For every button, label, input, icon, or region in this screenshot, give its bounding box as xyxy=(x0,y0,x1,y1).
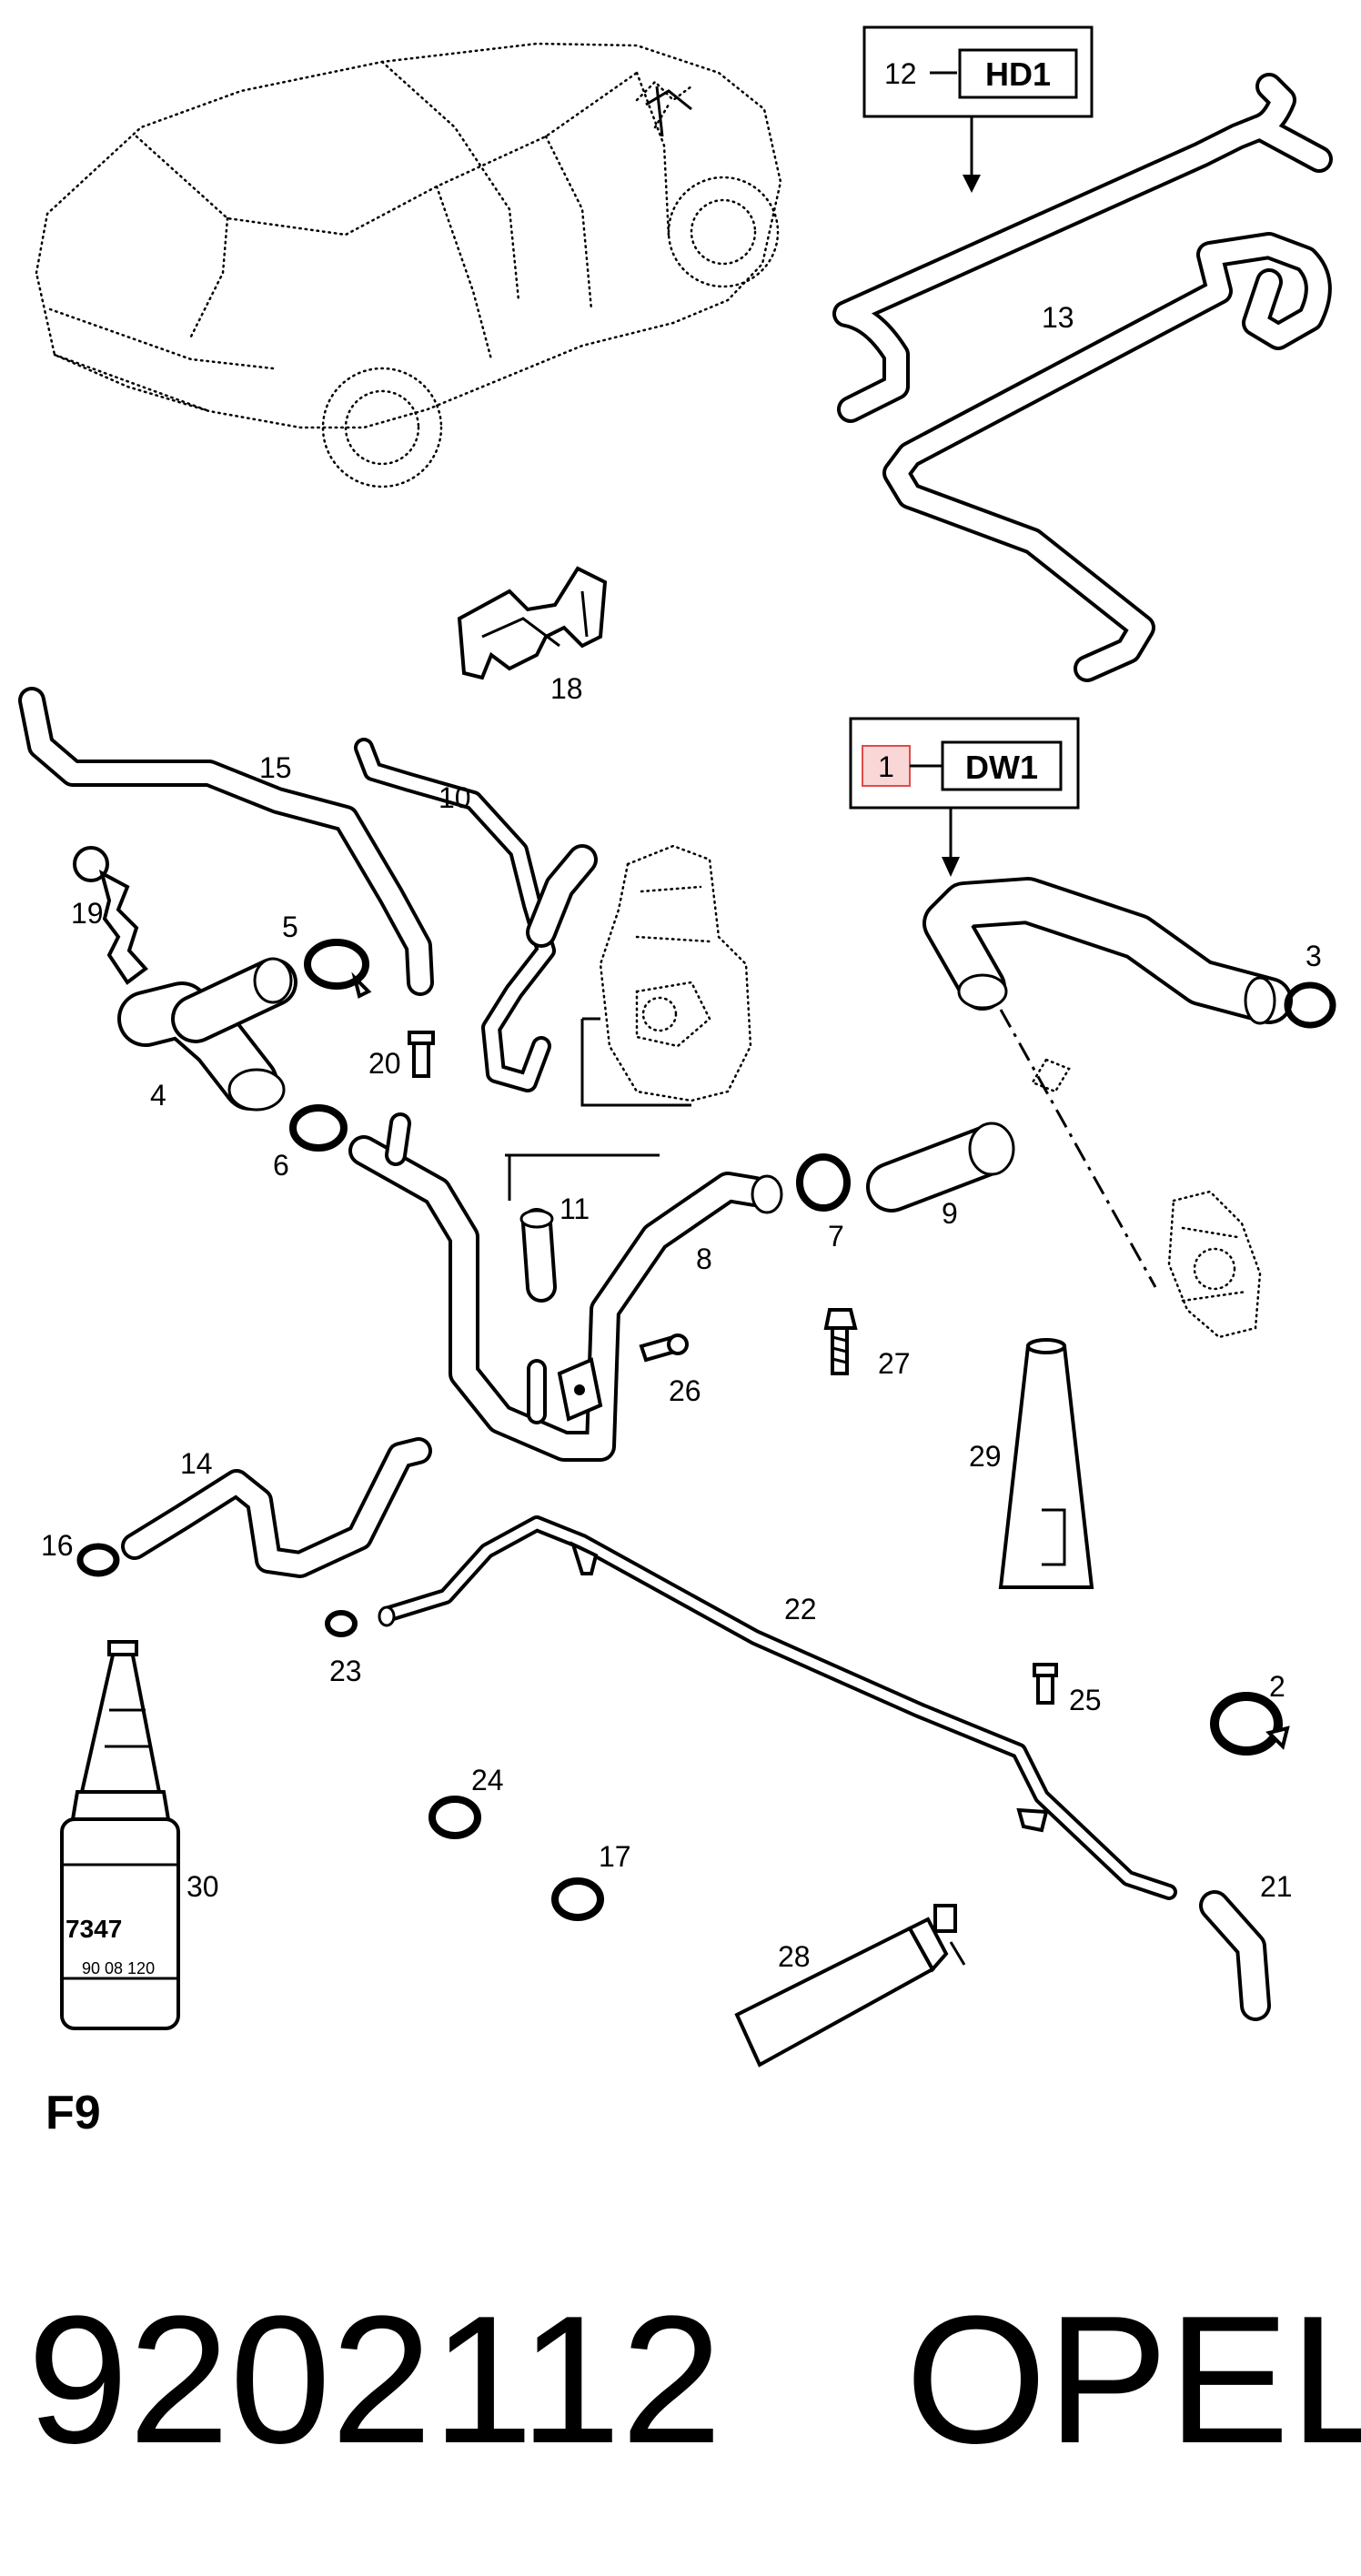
dw1-index: 1 xyxy=(878,750,894,783)
label-30: 30 xyxy=(187,1870,219,1903)
hose-1 xyxy=(922,877,1293,1025)
label-19: 19 xyxy=(71,897,104,930)
bottle-30: 7347 90 08 120 xyxy=(60,1640,180,2030)
clamp-2 xyxy=(1210,1692,1290,1756)
bolt-27 xyxy=(823,1308,858,1375)
clamp-5 xyxy=(304,939,372,999)
label-26: 26 xyxy=(669,1374,701,1407)
pipe-assembly xyxy=(348,1112,783,1462)
dw1-callout: 1 DW1 xyxy=(849,717,1080,877)
hose-13 xyxy=(882,232,1332,682)
label-7: 7 xyxy=(828,1220,844,1253)
label-4: 4 xyxy=(150,1079,166,1112)
pipe-22 xyxy=(378,1515,1177,1900)
label-21: 21 xyxy=(1260,1870,1293,1903)
clamp-3 xyxy=(1284,981,1336,1029)
label-9: 9 xyxy=(942,1197,958,1230)
label-25: 25 xyxy=(1069,1684,1102,1716)
label-16: 16 xyxy=(41,1529,74,1562)
label-11: 11 xyxy=(560,1192,590,1225)
dw1-highlight xyxy=(862,745,911,787)
tube-28 xyxy=(734,1904,966,2068)
expansion-tank xyxy=(580,844,752,1107)
bracket-18 xyxy=(457,566,608,680)
label-3: 3 xyxy=(1306,940,1322,972)
hd1-index: 12 xyxy=(884,57,917,90)
car-outline xyxy=(35,42,782,488)
clamp-24 xyxy=(428,1796,481,1839)
label-24: 24 xyxy=(471,1764,504,1796)
label-20: 20 xyxy=(368,1047,401,1080)
clamp-7 xyxy=(796,1153,851,1212)
bottle-text-2: 90 08 120 xyxy=(82,1959,155,1977)
hd1-callout: 12 HD1 xyxy=(862,25,1094,193)
clamp-23 xyxy=(325,1610,358,1637)
hose-11 xyxy=(519,1208,557,1303)
hose-15 xyxy=(18,687,434,996)
engine-fitting xyxy=(999,1009,1262,1339)
tube-29 xyxy=(998,1338,1094,1589)
label-22: 22 xyxy=(784,1593,817,1625)
hose-14 xyxy=(121,1437,432,1578)
label-13: 13 xyxy=(1042,301,1074,334)
label-10: 10 xyxy=(439,781,471,814)
label-18: 18 xyxy=(550,672,583,705)
clamp-6 xyxy=(289,1104,348,1152)
hose-12 xyxy=(832,73,1333,423)
label-17: 17 xyxy=(599,1840,631,1873)
label-28: 28 xyxy=(778,1940,811,1973)
section-code: F9 xyxy=(45,2087,101,2139)
bolt-25 xyxy=(1033,1663,1058,1705)
hose-4 xyxy=(117,957,297,1112)
hose-21 xyxy=(1199,1890,1271,2021)
label-2: 2 xyxy=(1269,1670,1285,1703)
label-27: 27 xyxy=(878,1347,911,1380)
label-8: 8 xyxy=(696,1243,712,1275)
clamp-16 xyxy=(76,1543,120,1577)
label-15: 15 xyxy=(259,751,292,784)
bottle-text-1: 7347 xyxy=(66,1915,122,1943)
dw1-code: DW1 xyxy=(965,749,1038,786)
label-5: 5 xyxy=(282,911,298,943)
footer-brand: OPEL xyxy=(905,2279,1361,2481)
footer-part-number: 9202112 xyxy=(27,2279,722,2481)
clip-19 xyxy=(73,846,148,985)
hose-9 xyxy=(866,1122,1015,1213)
label-14: 14 xyxy=(180,1447,213,1480)
label-6: 6 xyxy=(273,1149,289,1182)
clamp-17 xyxy=(551,1877,604,1921)
hose-10 xyxy=(354,738,598,1092)
bleed-screw-20 xyxy=(408,1031,435,1078)
bolt-26 xyxy=(639,1333,689,1363)
hd1-code: HD1 xyxy=(985,55,1051,93)
label-29: 29 xyxy=(969,1440,1002,1473)
label-23: 23 xyxy=(329,1655,362,1687)
